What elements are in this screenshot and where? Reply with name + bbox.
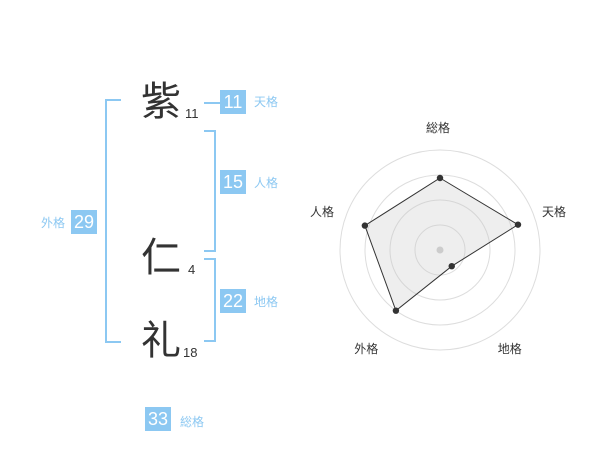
name-char-3: 礼 [141,318,181,364]
radar-chart [339,149,541,351]
gaikaku-value: 29 [71,210,97,234]
name-char-2: 仁 [141,235,181,281]
chikaku-bracket [204,258,216,342]
chikaku-label: 地格 [254,295,279,309]
radar-center [436,246,444,254]
tenkaku-label: 天格 [254,95,279,109]
radar-point-1 [436,174,444,182]
tenkaku-connector [204,102,220,104]
stroke-count-2: 4 [188,262,196,277]
tenkaku-value: 11 [220,90,246,114]
jinkaku-bracket [204,130,216,252]
soukaku-label: 総格 [180,415,205,429]
stroke-count-1: 11 [185,106,199,121]
radar-axis-label-1: 総格 [426,121,451,135]
gaikaku-bracket [105,99,121,343]
radar-axis-label-5: 人格 [309,205,334,220]
radar-point-2 [514,221,522,228]
stroke-count-3: 18 [183,345,198,360]
soukaku-value: 33 [145,407,171,431]
radar-axis-label-4: 外格 [354,341,379,356]
gaikaku-label: 外格 [41,216,66,230]
chikaku-value: 22 [220,289,246,313]
radar-point-4 [392,307,400,314]
jinkaku-label: 人格 [254,176,279,190]
radar-axis-label-2: 天格 [542,205,567,220]
radar-polygon [364,177,519,312]
radar-ring-2 [389,199,491,301]
radar-point-5 [361,222,369,229]
name-char-1: 紫 [141,79,181,125]
radar-axis-label-3: 地格 [497,341,522,356]
jinkaku-value: 15 [220,170,246,194]
radar-point-3 [448,262,455,270]
